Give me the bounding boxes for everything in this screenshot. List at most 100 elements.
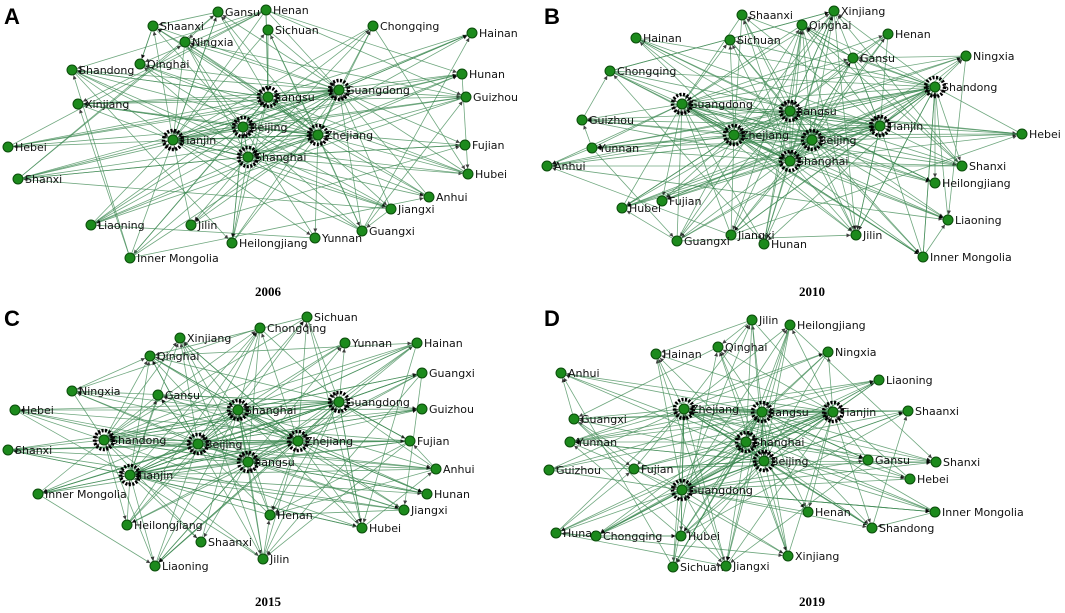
edge-arrow [688, 328, 786, 406]
edge-arrow [248, 127, 313, 136]
edge-arrow [735, 40, 930, 87]
edge-arrow [134, 477, 259, 557]
node-label: Fujian [669, 195, 702, 208]
node-shandong: Shandong [866, 522, 934, 535]
node-label: Jiangsu [768, 406, 809, 419]
node-dot [66, 385, 78, 397]
node-dot [784, 105, 796, 117]
edge-arrow [107, 443, 198, 539]
edge-arrow [96, 98, 461, 224]
edge-arrow [13, 127, 238, 149]
edge-arrow [615, 11, 829, 70]
edge-arrow [95, 136, 314, 224]
node-hebei: Hebei [904, 473, 949, 486]
edge-arrow [342, 93, 426, 194]
edge-arrow [684, 494, 724, 562]
node-label: Xinjiang [187, 332, 231, 345]
edge-arrow [174, 17, 217, 135]
node-label: Heilongjiang [942, 177, 1011, 190]
node-label: Sichuan [737, 34, 781, 47]
node-label: Qinghai [157, 350, 199, 363]
edge-arrow [158, 465, 245, 563]
edge-arrow [109, 409, 417, 442]
node-dot [784, 319, 796, 331]
node-jiangxi: Jiangxi [385, 203, 435, 216]
edge-arrow [77, 70, 313, 134]
node-label: Jilin [862, 229, 882, 242]
edge-arrow [685, 415, 829, 533]
edge-arrow [738, 136, 786, 160]
node-qinghai: Qinghai [712, 341, 767, 354]
node-inner-mongolia: Inner Mongolia [124, 252, 219, 265]
edge-arrow [686, 27, 798, 102]
node-zhejiang: Zhejiang [672, 397, 739, 421]
node-label: Shanghai [245, 404, 296, 417]
node-guangdong: Guangdong [327, 78, 410, 102]
node-label: Xinjiang [841, 5, 885, 18]
edge-arrow [560, 472, 630, 530]
node-guizhou: Guizhou [543, 464, 601, 477]
node-fujian: Fujian [459, 139, 505, 152]
edge-arrow [551, 105, 678, 165]
edge-arrow [615, 71, 875, 127]
edge-arrow [614, 73, 786, 159]
edge-arrow [109, 440, 431, 471]
node-label: Hubei [688, 530, 720, 543]
edge-arrow [195, 137, 314, 223]
edge-arrow [12, 12, 262, 145]
node-dot [2, 444, 14, 456]
edge-arrow [686, 324, 750, 405]
node-label: Shaanxi [749, 9, 793, 22]
node-hainan: Hainan [650, 348, 702, 361]
node-dot [724, 34, 736, 46]
hub-arrowhead-ring [734, 430, 758, 454]
edge-arrow [826, 357, 833, 407]
edge-arrow [566, 373, 757, 413]
node-label: Guangxi [581, 413, 627, 426]
hub-arrowhead-ring [231, 115, 255, 139]
edge-arrow [769, 461, 905, 480]
edge-arrow [135, 440, 293, 475]
edge-arrow [272, 99, 314, 133]
node-hebei: Hebei [9, 404, 54, 417]
edge-arrow [732, 30, 801, 230]
hub-arrowhead-ring [821, 400, 845, 424]
edge-arrow [203, 408, 417, 444]
node-label: Sichuan [680, 561, 724, 574]
edge-arrow [158, 12, 213, 26]
node-inner-mongolia: Inner Mongolia [929, 506, 1024, 519]
hub-arrowhead-ring [868, 114, 892, 138]
edge-arrow [253, 461, 422, 494]
node-label: Hainan [663, 348, 702, 361]
node-dot [149, 560, 161, 572]
edge-arrow [83, 88, 334, 105]
edge-arrow [247, 128, 425, 196]
node-label: Guizhou [556, 464, 601, 477]
edge-arrow [657, 359, 725, 561]
edge-arrow [838, 409, 903, 414]
edge-arrow [732, 44, 788, 157]
node-label: Hainan [479, 27, 518, 40]
node-guangdong: Guangdong [670, 92, 753, 116]
node-jiangsu: Jiangsu [778, 99, 837, 123]
edge-arrow [76, 72, 169, 138]
node-dot [179, 36, 191, 48]
node-beijing: Beijing [231, 115, 287, 139]
hub-arrowhead-ring [236, 145, 260, 169]
hub-arrowhead-ring [750, 400, 774, 424]
hub-arrowhead-ring [226, 398, 250, 422]
edge-arrow [107, 398, 155, 437]
node-label: Guangxi [684, 235, 730, 248]
node-label: Shanxi [15, 444, 52, 457]
edge-arrow [183, 341, 295, 438]
edge-arrow [246, 130, 359, 228]
edge-arrow [765, 16, 834, 239]
edge-arrow [340, 94, 390, 205]
node-label: Guizhou [473, 91, 518, 104]
node-dot [242, 456, 254, 468]
node-dot [312, 129, 324, 141]
edge-arrow [755, 323, 830, 409]
edge-arrow [109, 401, 334, 440]
node-shaanxi: Shaanxi [195, 536, 252, 549]
